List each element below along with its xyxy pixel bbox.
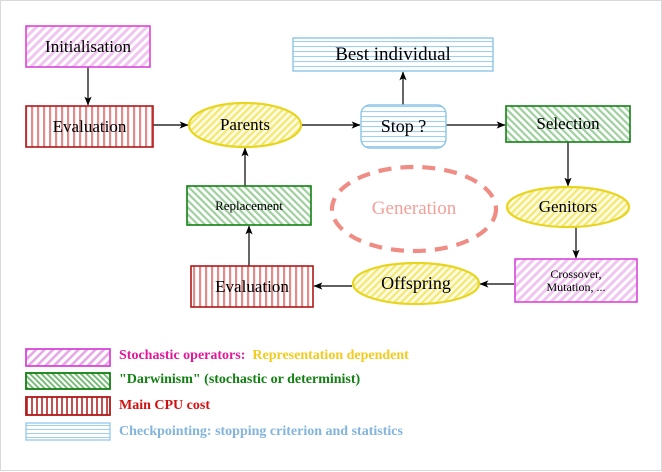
legend-label-darwinism: "Darwinism" (stochastic or determinist) [119, 373, 360, 387]
legend-swatch-checkpoint [25, 422, 111, 441]
legend-label-stochastic: Stochastic operators: Representation dep… [119, 349, 409, 363]
legend-swatch-darwinism [25, 372, 111, 390]
node-shape-best_individual [292, 37, 494, 72]
node-shape-stop [360, 104, 447, 149]
node-shape-crossover [514, 258, 638, 303]
node-shape-selection [505, 105, 631, 143]
node-shape-replacement [186, 185, 312, 226]
node-shape-parents [187, 101, 303, 149]
nodes-layer [25, 25, 638, 308]
node-shape-initialisation [25, 25, 151, 68]
legend-swatch-layer [25, 348, 111, 441]
legend-segment-stochastic-0: Stochastic operators: [119, 348, 246, 363]
legend-label-cpu: Main CPU cost [119, 399, 210, 413]
legend-swatch-stochastic [25, 348, 111, 367]
legend-segment-darwinism-0: "Darwinism" (stochastic or determinist) [119, 372, 361, 387]
legend-swatch-cpu [25, 396, 111, 416]
node-shape-evaluation_top [25, 105, 154, 148]
legend-segment-cpu-0: Main CPU cost [119, 398, 210, 413]
node-shape-genitors [505, 185, 631, 229]
legend-label-checkpoint: Checkpointing: stopping criterion and st… [119, 425, 403, 439]
edges-layer [84, 67, 580, 290]
legend-segment-stochastic-1: Representation dependent [245, 348, 409, 363]
legend-segment-checkpoint-0: Checkpointing: stopping criterion and st… [119, 424, 403, 439]
node-shape-evaluation_bot [190, 265, 314, 308]
node-shape-offspring [351, 261, 481, 306]
node-shape-generation [329, 164, 499, 254]
